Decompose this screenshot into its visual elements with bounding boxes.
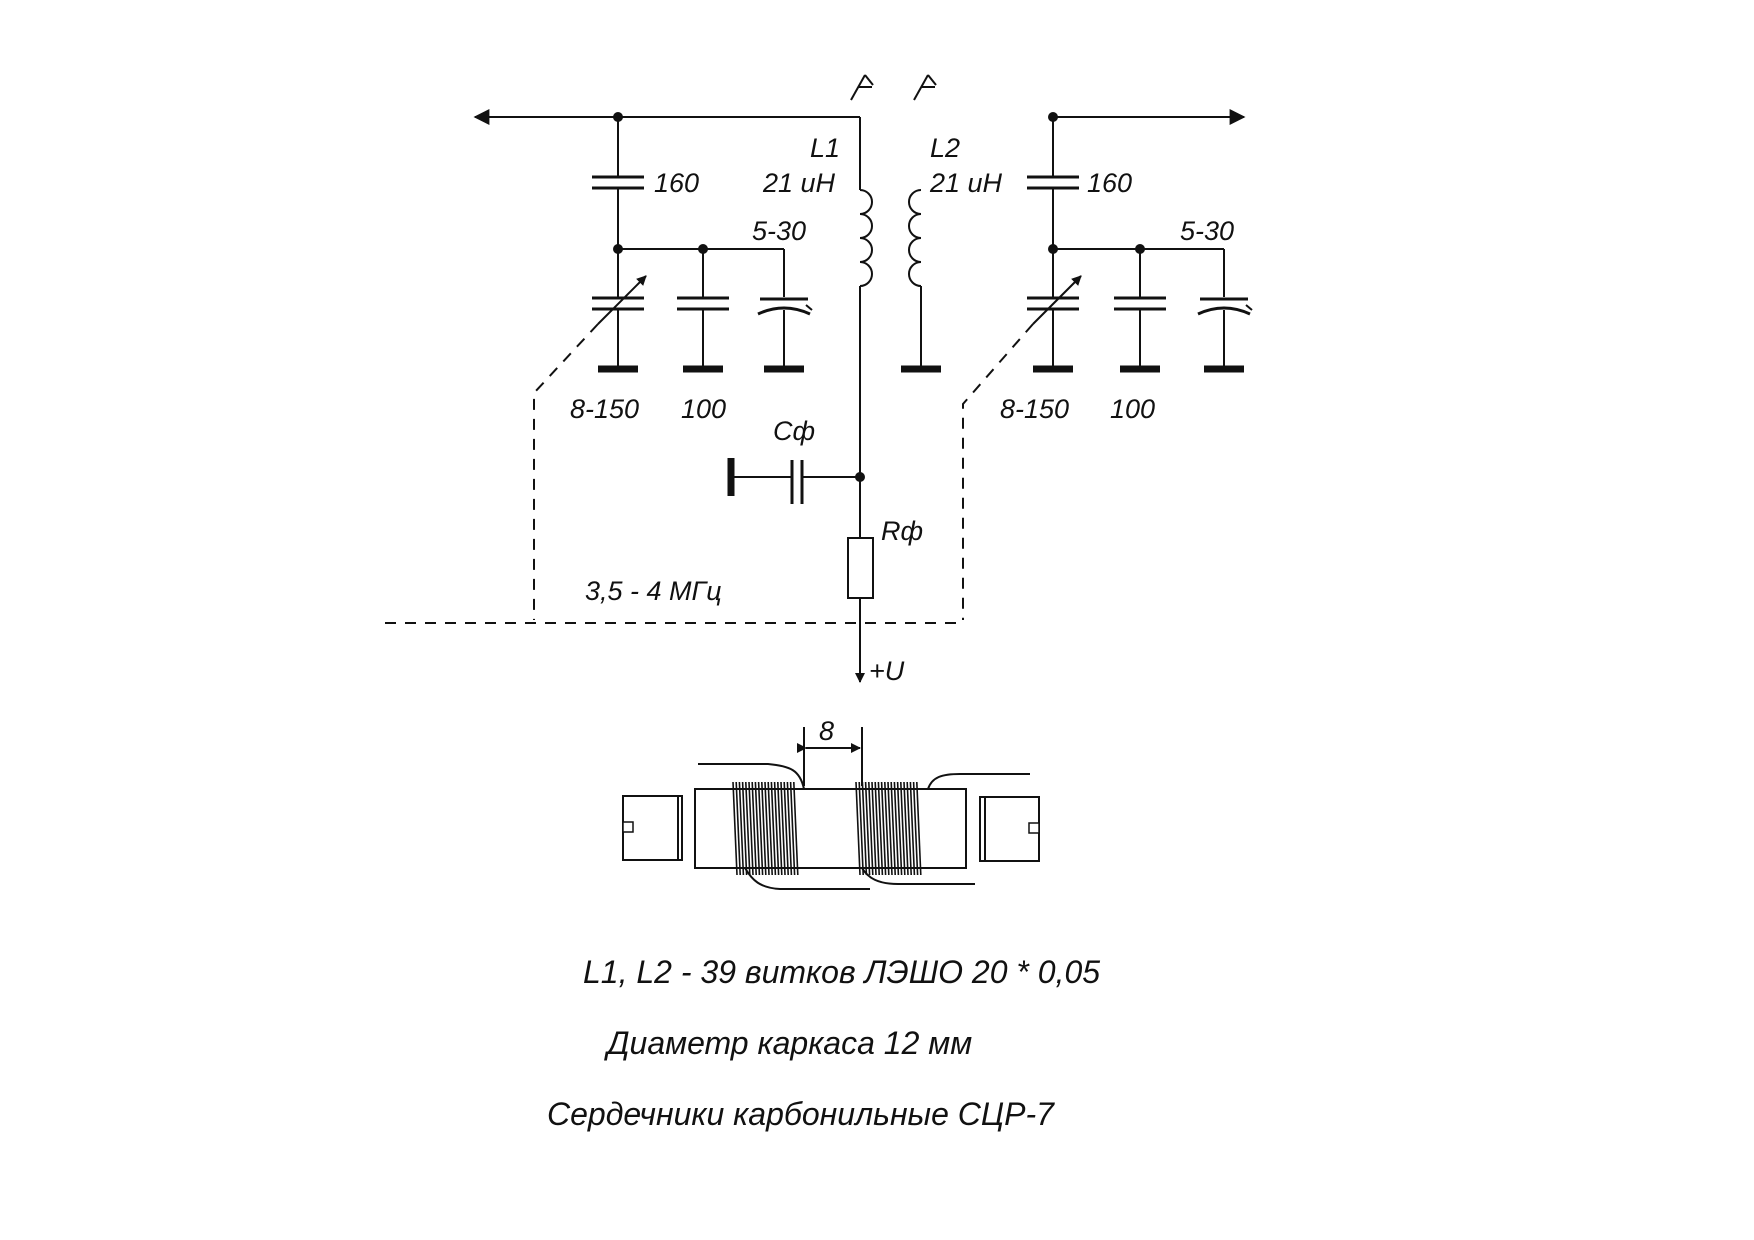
variable-capacitor-left	[592, 275, 647, 325]
cores-note: Сердечники карбонильные СЦР-7	[547, 1096, 1055, 1132]
trimmer-capacitor-left	[757, 297, 813, 316]
gang-link-left	[533, 323, 599, 620]
lead-wire	[927, 773, 1030, 790]
trimmer-left-label: 5-30	[752, 216, 806, 246]
coil-former-drawing	[622, 727, 1040, 890]
winding-l2	[855, 781, 922, 876]
fixed-capacitor-left	[677, 296, 729, 311]
series-cap-right-label: 160	[1087, 168, 1132, 198]
supply-label: +U	[869, 656, 905, 686]
l2-name-label: L2	[930, 133, 960, 163]
left-tank-circuit	[473, 109, 860, 620]
variable-capacitor-right	[1027, 275, 1082, 325]
inductor-l2	[901, 74, 941, 373]
inductor-l1	[850, 74, 874, 476]
supply-filter	[727, 458, 874, 683]
var-cap-right-label: 8-150	[1000, 394, 1069, 424]
lead-wire	[698, 763, 805, 790]
notes: L1, L2 - 39 витков ЛЭШО 20 * 0,05 Диамет…	[547, 954, 1100, 1132]
gang-link-right	[962, 323, 1034, 620]
band-label: 3,5 - 4 МГц	[585, 576, 722, 606]
l1-name-label: L1	[810, 133, 840, 163]
series-capacitor-left	[592, 175, 644, 190]
right-tank-circuit	[962, 109, 1253, 620]
winding-l1	[732, 781, 799, 876]
l1-value-label: 21 uH	[762, 168, 836, 198]
filter-cap-label: Cф	[773, 416, 815, 446]
trimmer-right-label: 5-30	[1180, 216, 1234, 246]
l2-value-label: 21 uH	[929, 168, 1003, 198]
series-capacitor-right	[1027, 175, 1079, 190]
series-cap-left-label: 160	[654, 168, 699, 198]
former-note: Диаметр каркаса 12 мм	[604, 1025, 972, 1061]
fixed-capacitor-right	[1114, 296, 1166, 311]
lead-wire	[861, 867, 975, 885]
fixed-cap-left-label: 100	[681, 394, 726, 424]
lead-wire	[744, 867, 870, 890]
winding-note: L1, L2 - 39 витков ЛЭШО 20 * 0,05	[583, 954, 1100, 990]
coil-gap-label: 8	[819, 716, 834, 746]
schematic-labels: L1 21 uH L2 21 uH 160 160 5-30 5-30 8-15…	[570, 133, 1234, 746]
filter-capacitor	[790, 460, 804, 504]
var-cap-left-label: 8-150	[570, 394, 639, 424]
fixed-cap-right-label: 100	[1110, 394, 1155, 424]
filter-resistor	[847, 537, 874, 599]
trimmer-capacitor-right	[1197, 297, 1253, 316]
filter-res-label: Rф	[881, 516, 923, 546]
